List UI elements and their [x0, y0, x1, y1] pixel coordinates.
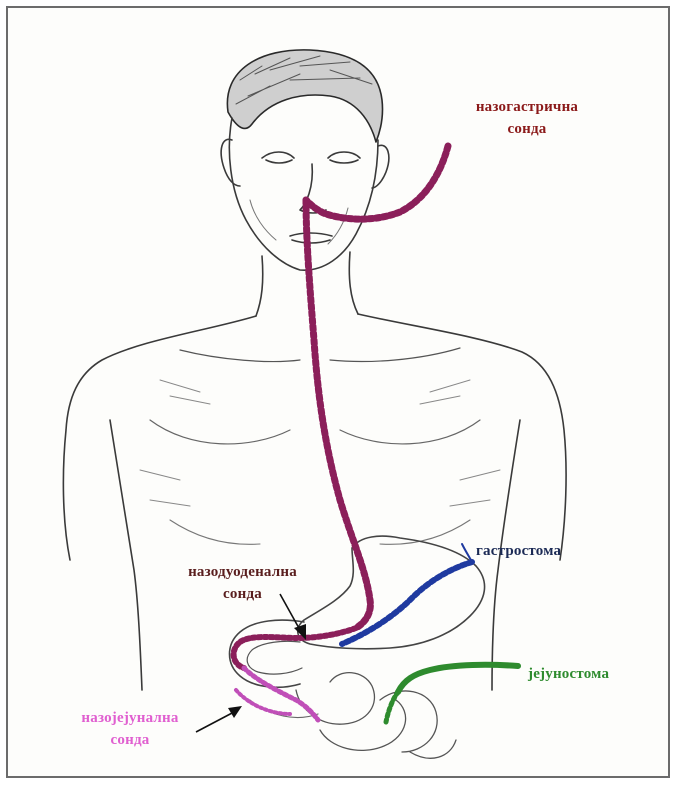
clavicles — [180, 348, 460, 362]
left-eye — [262, 152, 294, 163]
body-line-art — [63, 50, 566, 758]
intestines-outline — [296, 673, 456, 759]
jejunostomy-tube — [386, 665, 518, 722]
label-nasogastric-tube: назогастрична сонда — [452, 96, 602, 140]
ribs — [170, 520, 470, 544]
label-nasoduodenal-tube: назодуоденална сонда — [170, 561, 315, 605]
mouth — [290, 233, 332, 243]
label-nasojejunal-line2: сонда — [50, 729, 210, 751]
duodenum-outline — [230, 620, 305, 687]
pectorals — [150, 420, 480, 444]
nasojejunal-tube — [236, 668, 318, 720]
left-arm-inner — [110, 420, 142, 690]
label-nasogastric-line2: сонда — [452, 118, 602, 140]
label-jejunostomy: јејуностома — [528, 663, 609, 685]
label-nasogastric-line1: назогастрична — [452, 96, 602, 118]
label-gastrostomy: гастростома — [476, 540, 561, 562]
nasogastric-tube — [306, 146, 448, 628]
label-nasojejunal-tube: назојејунална сонда — [50, 707, 210, 751]
label-nasojejunal-line1: назојејунална — [50, 707, 210, 729]
head-outline — [229, 118, 378, 270]
stomach-outline — [298, 536, 485, 649]
label-nasoduodenal-line2: сонда — [170, 583, 315, 605]
label-nasoduodenal-line1: назодуоденална — [170, 561, 315, 583]
right-eye — [328, 152, 360, 163]
